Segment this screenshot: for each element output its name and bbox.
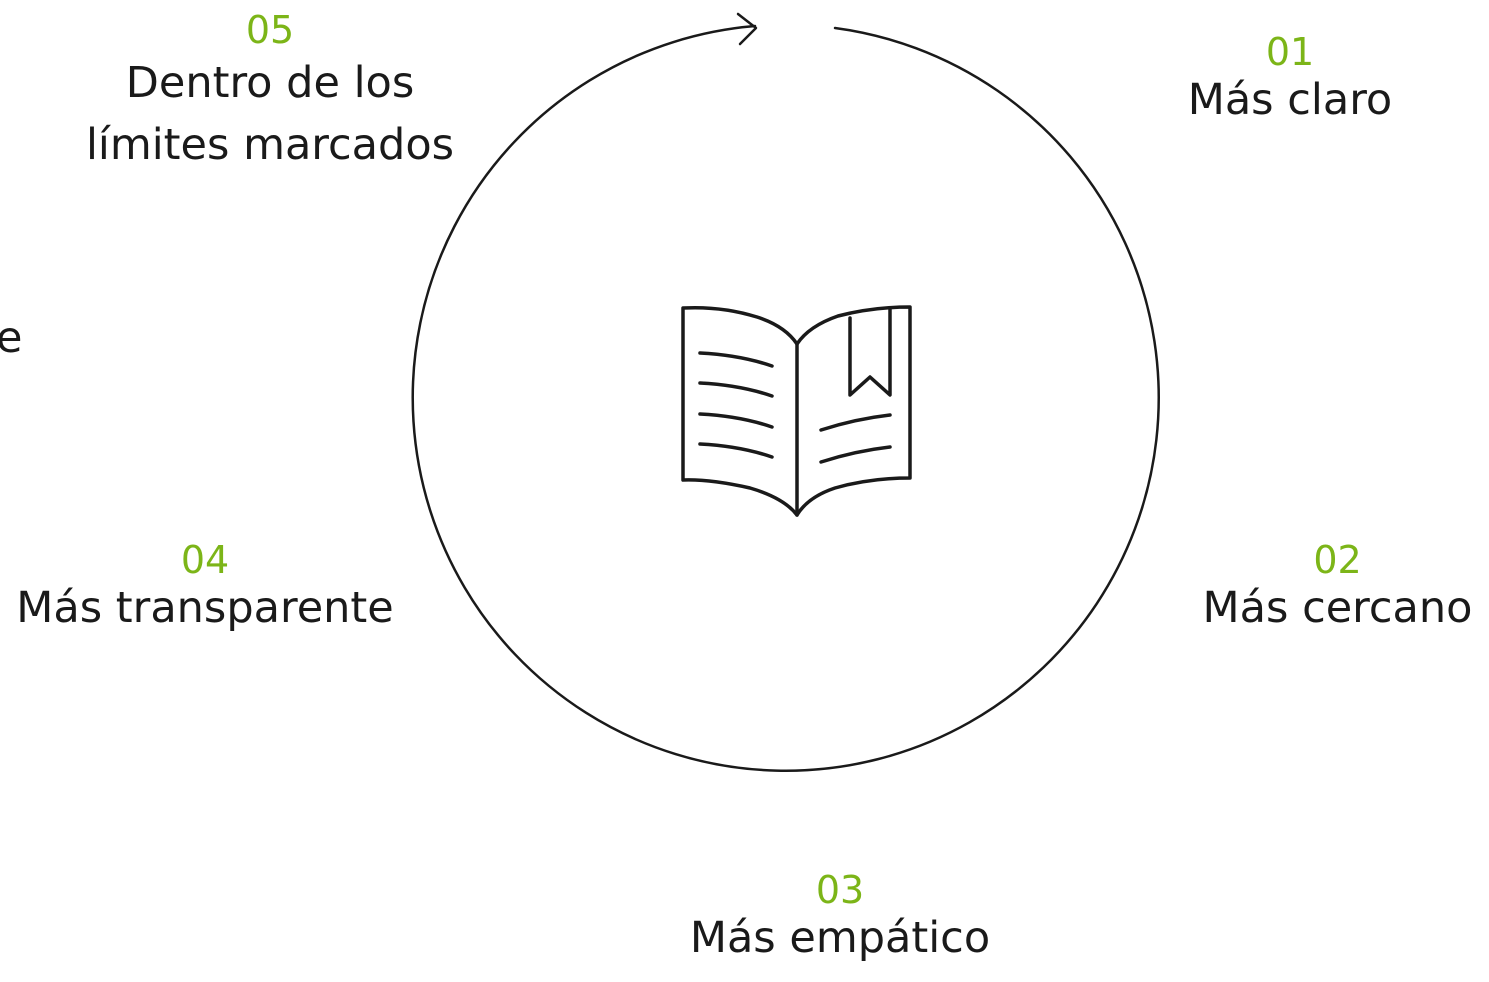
step-04: 04 Más transparente [10, 538, 400, 634]
cycle-arrowhead-icon [736, 12, 758, 46]
step-05: 05 Dentro de los límites marcados [60, 8, 480, 176]
edge-text-fragment: e [0, 313, 23, 363]
open-book-with-bookmark-icon [681, 305, 912, 517]
book-bookmark [848, 307, 892, 397]
book-left-line-1 [698, 351, 774, 368]
step-label: Más claro [1187, 75, 1393, 125]
step-number: 05 [245, 8, 295, 52]
step-number: 02 [1313, 538, 1362, 582]
step-label: Más transparente [16, 583, 394, 633]
book-left-line-3 [698, 412, 774, 429]
step-01: 01 Más claro [1160, 30, 1420, 126]
book-right-line-1 [819, 413, 892, 432]
step-number: 03 [815, 868, 865, 912]
book-right-line-2 [819, 445, 892, 464]
cycle-arc [411, 24, 1160, 772]
step-number: 04 [180, 538, 230, 582]
step-02: 02 Más cercano [1190, 538, 1485, 634]
book-left-line-2 [698, 381, 774, 398]
book-left-line-4 [698, 442, 774, 459]
step-number: 01 [1265, 30, 1315, 74]
step-03: 03 Más empático [660, 868, 1020, 964]
step-label: Más empático [689, 913, 991, 963]
step-label: Más cercano [1202, 583, 1473, 633]
step-label: Dentro de los límites marcados [85, 58, 455, 170]
